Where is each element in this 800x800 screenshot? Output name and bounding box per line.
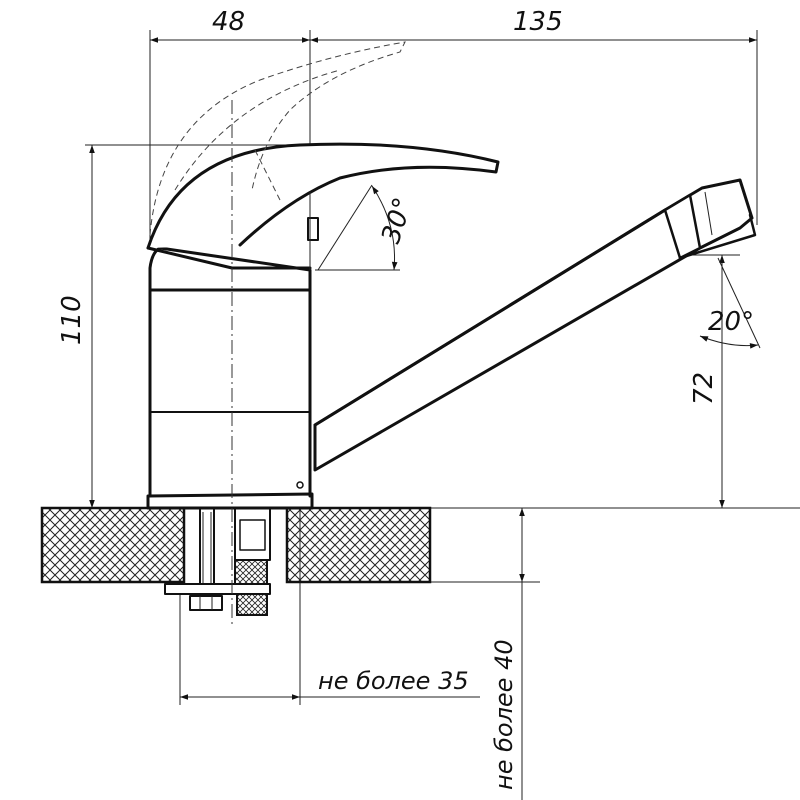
max-clamp-width-label: не более 35 xyxy=(318,667,469,695)
mounting-hardware xyxy=(164,507,271,616)
body-width-label: 48 xyxy=(212,7,245,37)
dimension-spout-height: 72 xyxy=(689,255,725,508)
dimension-body-width: 48 xyxy=(150,7,310,43)
dimension-total-height: 110 xyxy=(57,145,95,508)
dimension-max-countertop-thickness: не более 40 xyxy=(490,508,525,800)
faucet-body xyxy=(146,246,314,510)
lever-raised-outline xyxy=(149,41,406,236)
dimension-max-clamp-width: не более 35 xyxy=(180,667,480,700)
spout-height-label: 72 xyxy=(689,372,719,405)
lever-angle-label: 30° xyxy=(376,194,419,247)
angle-spout-tip: 20° xyxy=(699,257,761,349)
total-height-label: 110 xyxy=(57,295,87,345)
countertop xyxy=(40,506,432,584)
dimension-spout-reach: 135 xyxy=(310,7,757,43)
spout-tip-angle-label: 20° xyxy=(708,307,754,337)
lever-handle xyxy=(146,142,500,270)
spout-reach-label: 135 xyxy=(513,7,563,37)
faucet-spout xyxy=(313,178,757,472)
max-countertop-thickness-label: не более 40 xyxy=(490,639,518,790)
angle-lever: 30° xyxy=(317,184,419,271)
